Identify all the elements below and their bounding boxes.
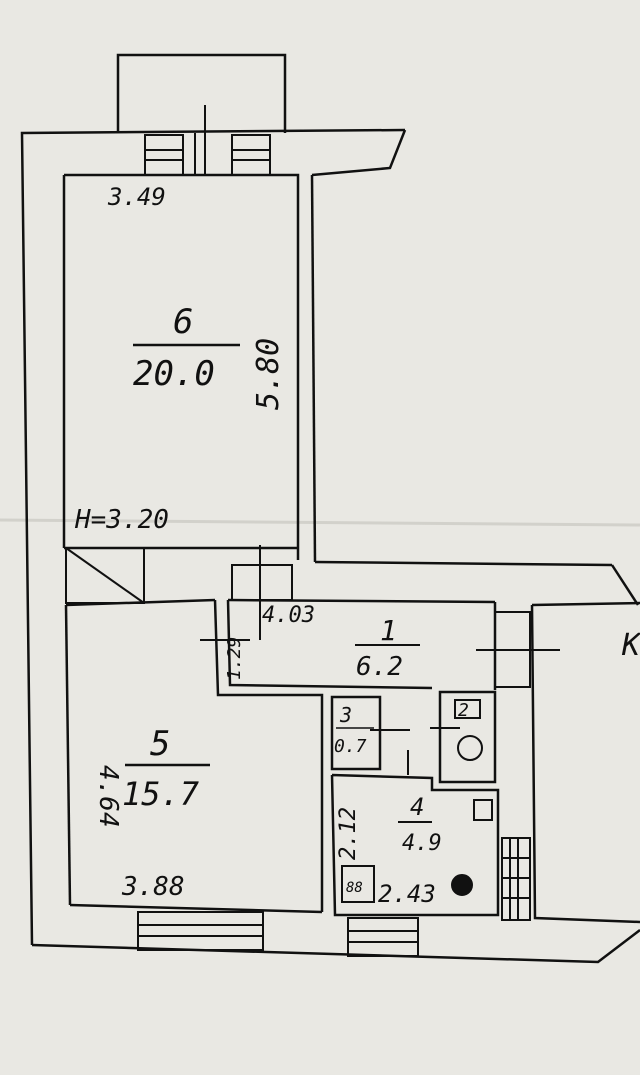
room-5-length: 4.64 <box>93 765 123 828</box>
room-6-width: 3.49 <box>107 183 166 211</box>
room-6-number: 6 <box>173 302 193 342</box>
room-1-length: 1.29 <box>224 637 245 680</box>
room-2-number: 2 <box>458 700 469 721</box>
room-3-area: 0.7 <box>334 736 367 757</box>
partial-letter: K <box>621 628 640 663</box>
room-4-length: 2.12 <box>336 807 361 860</box>
room-1-area: 6.2 <box>356 652 403 682</box>
room-1-number: 1 <box>380 614 397 647</box>
room-5-number: 5 <box>150 724 170 764</box>
room-3-number: 3 <box>339 703 352 727</box>
room-4-width: 2.43 <box>378 880 436 908</box>
paper-fold <box>0 518 640 527</box>
room-4-number: 4 <box>410 793 424 821</box>
balcony <box>116 53 287 133</box>
openings <box>65 105 560 957</box>
room-1-width: 4.03 <box>262 603 315 628</box>
room-6-length: 5.80 <box>251 338 286 410</box>
room-5-width: 3.88 <box>121 872 185 902</box>
room-4-area: 4.9 <box>402 831 442 856</box>
ceiling-height: H=3.20 <box>74 505 169 535</box>
room-5-area: 15.7 <box>122 775 199 813</box>
room-6-area: 20.0 <box>133 354 215 394</box>
stove-label: 88 <box>346 880 363 896</box>
walls <box>20 53 640 964</box>
outer-wall-left <box>20 128 406 946</box>
